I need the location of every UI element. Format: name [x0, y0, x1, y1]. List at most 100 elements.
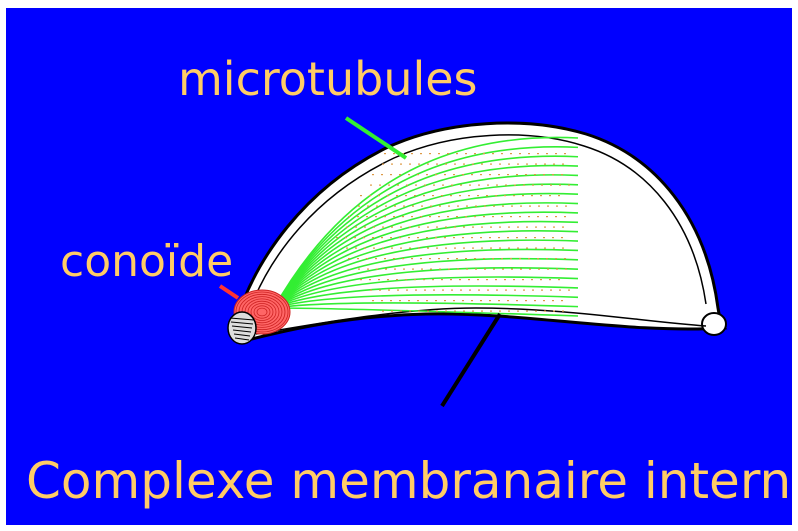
subpellicular-dot: [508, 311, 510, 312]
subpellicular-dot: [556, 269, 558, 270]
subpellicular-dot: [508, 164, 510, 165]
subpellicular-dot: [427, 227, 429, 228]
subpellicular-dot: [513, 195, 515, 196]
subpellicular-dot: [555, 216, 557, 217]
subpellicular-dot: [517, 311, 519, 312]
subpellicular-dot: [529, 269, 531, 270]
subpellicular-dot: [516, 174, 518, 175]
subpellicular-dot: [429, 153, 431, 154]
subpellicular-dot: [525, 237, 527, 238]
subpellicular-dot: [520, 206, 522, 207]
subpellicular-dot: [424, 185, 426, 186]
subpellicular-dot: [396, 279, 398, 280]
subpellicular-dot: [397, 185, 399, 186]
subpellicular-dot: [445, 227, 447, 228]
subpellicular-dot: [436, 164, 438, 165]
subpellicular-dot: [414, 195, 416, 196]
subpellicular-dot: [355, 227, 357, 228]
subpellicular-dot: [376, 269, 378, 270]
subpellicular-dot: [421, 206, 423, 207]
subpellicular-dot: [366, 258, 368, 259]
subpellicular-dot: [564, 153, 566, 154]
subpellicular-dot: [564, 258, 566, 259]
subpellicular-dot: [525, 300, 527, 301]
subpellicular-dot: [543, 237, 545, 238]
microtubules-label: microtubules: [178, 56, 478, 102]
subpellicular-dot: [453, 300, 455, 301]
subpellicular-dot: [486, 195, 488, 196]
subpellicular-dot: [462, 300, 464, 301]
subpellicular-dot: [388, 290, 390, 291]
subpellicular-dot: [417, 174, 419, 175]
subpellicular-dot: [370, 185, 372, 186]
subpellicular-dot: [480, 300, 482, 301]
subpellicular-dot: [444, 300, 446, 301]
subpellicular-dot: [480, 174, 482, 175]
subpellicular-dot: [481, 248, 483, 249]
subpellicular-dot: [463, 164, 465, 165]
subpellicular-dot: [382, 248, 384, 249]
subpellicular-dot: [375, 216, 377, 217]
subpellicular-dot: [391, 311, 393, 312]
subpellicular-dot: [406, 185, 408, 186]
subpellicular-dot: [514, 185, 516, 186]
subpellicular-dot: [561, 174, 563, 175]
subpellicular-dot: [379, 290, 381, 291]
subpellicular-dot: [522, 195, 524, 196]
subpellicular-dot: [379, 185, 381, 186]
subpellicular-dot: [565, 206, 567, 207]
subpellicular-dot: [484, 269, 486, 270]
subpellicular-dot: [562, 311, 564, 312]
subpellicular-dot: [475, 206, 477, 207]
subpellicular-dot: [408, 174, 410, 175]
subpellicular-dot: [393, 258, 395, 259]
subpellicular-dot: [501, 258, 503, 259]
subpellicular-dot: [402, 216, 404, 217]
subpellicular-dot: [498, 237, 500, 238]
subpellicular-dot: [519, 216, 521, 217]
subpellicular-dot: [400, 227, 402, 228]
subpellicular-dot: [384, 258, 386, 259]
subpellicular-dot: [405, 279, 407, 280]
subpellicular-dot: [463, 248, 465, 249]
subpellicular-dot: [517, 248, 519, 249]
subpellicular-dot: [547, 269, 549, 270]
subpellicular-dot: [535, 311, 537, 312]
subpellicular-dot: [453, 237, 455, 238]
subpellicular-dot: [490, 248, 492, 249]
subpellicular-dot: [517, 227, 519, 228]
subpellicular-dot: [408, 300, 410, 301]
subpellicular-dot: [556, 206, 558, 207]
subpellicular-dot: [475, 269, 477, 270]
subpellicular-dot: [453, 174, 455, 175]
subpellicular-dot: [478, 185, 480, 186]
subpellicular-dot: [417, 237, 419, 238]
subpellicular-dot: [534, 300, 536, 301]
subpellicular-dot: [390, 237, 392, 238]
subpellicular-dot: [465, 216, 467, 217]
subpellicular-dot: [535, 164, 537, 165]
subpellicular-dot: [421, 269, 423, 270]
subpellicular-dot: [534, 174, 536, 175]
subpellicular-dot: [423, 279, 425, 280]
subpellicular-dot: [399, 237, 401, 238]
subpellicular-dot: [469, 185, 471, 186]
subpellicular-dot: [489, 300, 491, 301]
subpellicular-dot: [519, 153, 521, 154]
subpellicular-dot: [373, 248, 375, 249]
subpellicular-dot: [438, 216, 440, 217]
subpellicular-dot: [480, 237, 482, 238]
subpellicular-dot: [481, 164, 483, 165]
subpellicular-dot: [418, 227, 420, 228]
subpellicular-dot: [525, 174, 527, 175]
subpellicular-dot: [447, 216, 449, 217]
subpellicular-dot: [544, 164, 546, 165]
subpellicular-dot: [397, 290, 399, 291]
subpellicular-dot: [555, 153, 557, 154]
subpellicular-dot: [505, 185, 507, 186]
subpellicular-dot: [501, 153, 503, 154]
subpellicular-dot: [445, 248, 447, 249]
subpellicular-dot: [522, 279, 524, 280]
subpellicular-dot: [498, 174, 500, 175]
subpellicular-dot: [426, 300, 428, 301]
